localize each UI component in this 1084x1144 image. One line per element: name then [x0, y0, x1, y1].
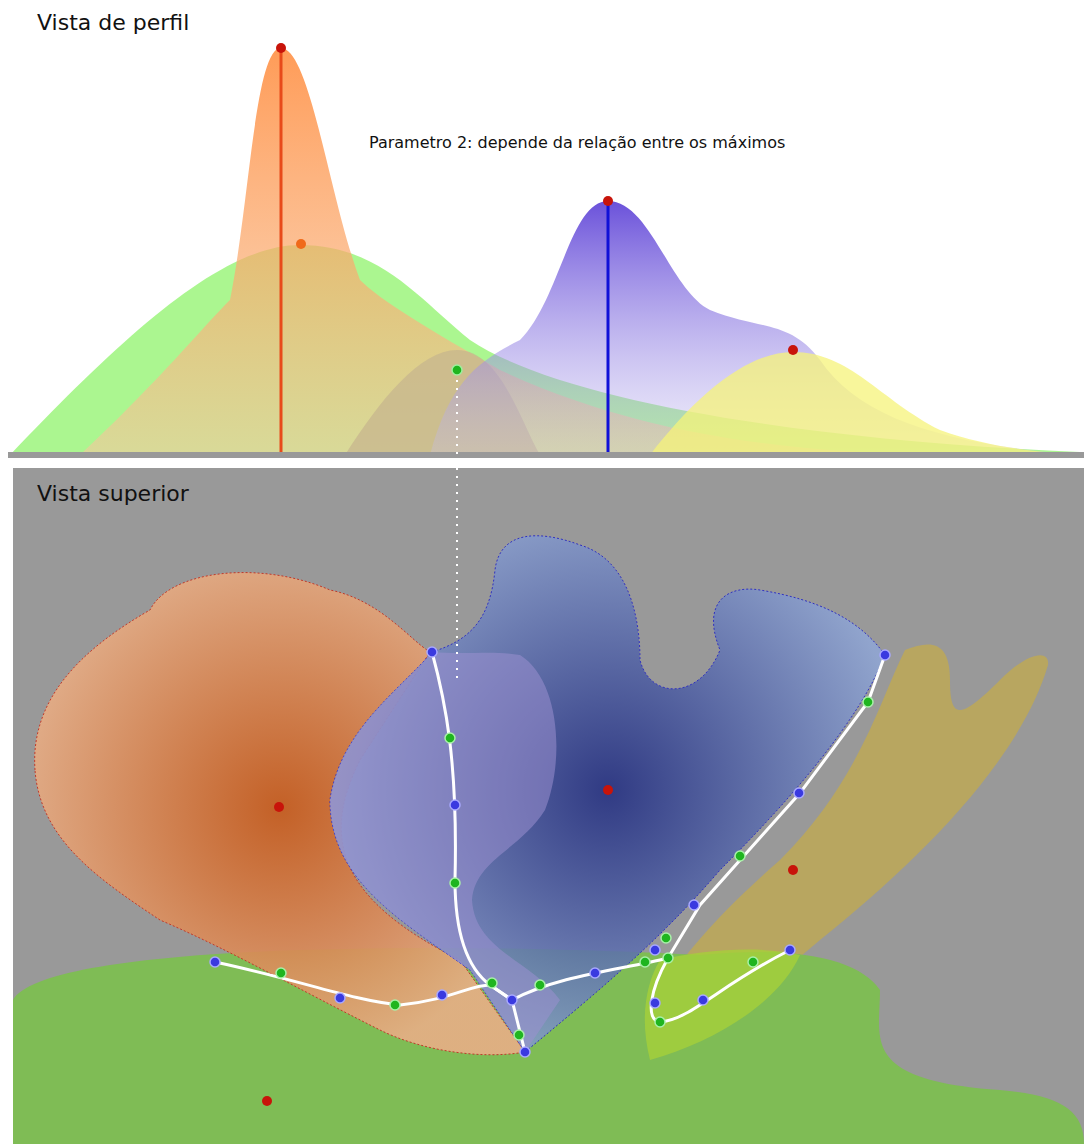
view-label: Vista superior: [37, 481, 189, 506]
view-label: Parametro 2: depende da relação entre os…: [369, 133, 785, 152]
view-label: Vista de perfil: [37, 10, 189, 35]
